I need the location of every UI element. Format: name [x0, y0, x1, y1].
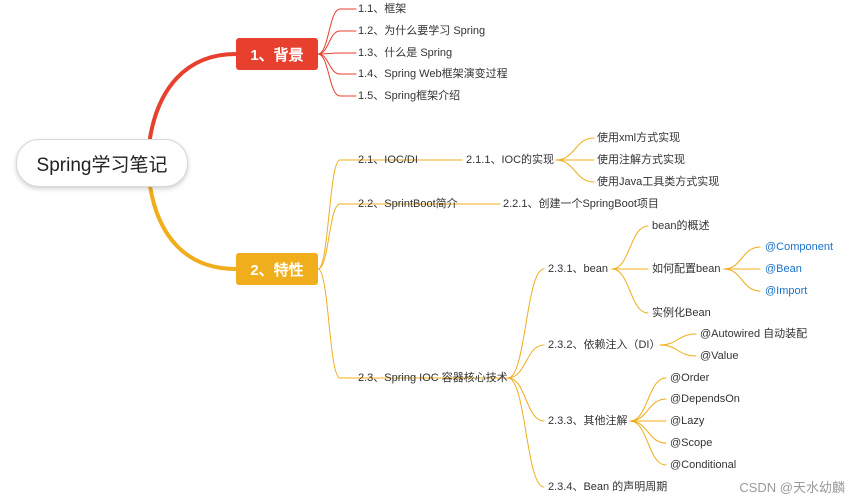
node-2-1[interactable]: 2.1、IOC/DI — [358, 154, 418, 166]
link-config-2 — [723, 268, 761, 292]
branch-root-to-features — [148, 184, 238, 271]
node-2-1-1[interactable]: 2.1.1、IOC的实现 — [466, 154, 555, 166]
node-annotation[interactable]: 使用注解方式实现 — [597, 154, 685, 166]
node-dependson[interactable]: @DependsOn — [670, 393, 740, 405]
node-2-3-4[interactable]: 2.3.4、Bean 的声明周期 — [548, 481, 668, 493]
link-2-3-to-2-3-4 — [507, 377, 545, 488]
node-xml[interactable]: 使用xml方式实现 — [597, 132, 681, 144]
node-2-3-3[interactable]: 2.3.3、其他注解 — [548, 415, 628, 427]
link-2-to-2-1 — [317, 159, 341, 270]
branch-root-to-background — [148, 52, 238, 140]
link-other-4 — [629, 420, 667, 466]
link-other-0 — [629, 377, 667, 422]
node-java-util[interactable]: 使用Java工具类方式实现 — [597, 176, 720, 188]
node-features[interactable]: 2、特性 — [236, 253, 318, 285]
link-di-0 — [659, 333, 697, 346]
link-1-to-5 — [317, 53, 341, 97]
node-bean-overview[interactable]: bean的概述 — [652, 220, 710, 232]
node-1-5[interactable]: 1.5、Spring框架介绍 — [358, 90, 461, 102]
node-component[interactable]: @Component — [765, 241, 834, 253]
node-1-4[interactable]: 1.4、Spring Web框架演变过程 — [358, 68, 508, 80]
node-autowired[interactable]: @Autowired 自动装配 — [700, 328, 808, 340]
link-1-to-4 — [317, 53, 341, 75]
root-node[interactable]: Spring学习笔记 — [16, 139, 188, 187]
link-1-to-2 — [317, 30, 341, 55]
node-conditional[interactable]: @Conditional — [670, 459, 737, 471]
link-ioc-0 — [555, 137, 595, 161]
node-order[interactable]: @Order — [670, 372, 710, 384]
node-1-2[interactable]: 1.2、为什么要学习 Spring — [358, 25, 486, 37]
link-2-3-to-2-3-3 — [507, 377, 545, 422]
link-2-to-2-2 — [317, 203, 341, 270]
node-1-3[interactable]: 1.3、什么是 Spring — [358, 47, 453, 59]
watermark: CSDN @天水幼麟 — [739, 480, 845, 495]
link-bean-0 — [611, 225, 649, 270]
node-2-2-1[interactable]: 2.2.1、创建一个SpringBoot项目 — [503, 198, 659, 210]
node-bean-annotation[interactable]: @Bean — [765, 263, 802, 275]
link-config-0 — [723, 246, 761, 270]
node-scope[interactable]: @Scope — [670, 437, 713, 449]
node-2-3[interactable]: 2.3、Spring IOC 容器核心技术 — [358, 372, 508, 384]
link-bean-2 — [611, 268, 649, 314]
node-import[interactable]: @Import — [765, 285, 808, 297]
node-2-3-1[interactable]: 2.3.1、bean — [548, 263, 608, 275]
link-di-1 — [659, 344, 697, 357]
link-other-3 — [629, 420, 667, 444]
node-2-3-2[interactable]: 2.3.2、依赖注入（DI） — [548, 339, 661, 351]
node-background[interactable]: 1、背景 — [236, 38, 318, 70]
link-2-3-to-2-3-1 — [507, 268, 545, 379]
link-other-1 — [629, 398, 667, 422]
node-2-2[interactable]: 2.2、SprintBoot简介 — [358, 198, 458, 210]
link-1-to-1 — [317, 8, 341, 55]
node-instantiate-bean[interactable]: 实例化Bean — [652, 307, 711, 319]
link-2-to-2-3 — [317, 268, 341, 379]
link-2-3-to-2-3-2 — [507, 344, 545, 379]
link-ioc-2 — [555, 159, 595, 183]
node-lazy[interactable]: @Lazy — [670, 415, 705, 427]
node-1-1[interactable]: 1.1、框架 — [358, 3, 407, 15]
node-value[interactable]: @Value — [700, 350, 739, 362]
node-configure-bean[interactable]: 如何配置bean — [652, 263, 721, 275]
